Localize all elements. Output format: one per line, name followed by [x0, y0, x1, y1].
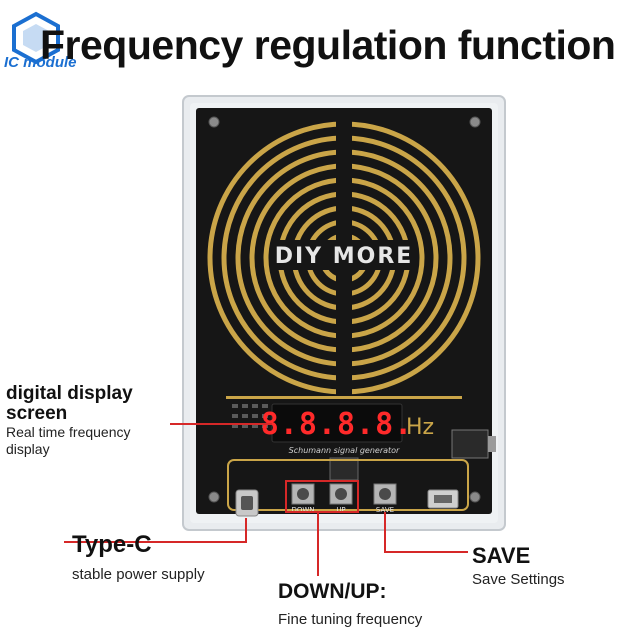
up-label: UP	[336, 506, 345, 514]
pcb-caption: Schumann signal generator	[289, 446, 400, 455]
callout-save-title: SAVE	[472, 543, 531, 568]
save-label: SAVE	[376, 506, 394, 514]
callout-downup-title: DOWN/UP:	[278, 580, 387, 603]
down-label: DOWN	[291, 506, 314, 514]
ic-chip	[329, 457, 359, 481]
callout-typec-subtitle: stable power supply	[72, 566, 205, 583]
save-button-graphic	[373, 483, 397, 505]
page-title: Frequency regulation function	[40, 22, 616, 68]
callout-display-title: digital display screen	[6, 383, 133, 424]
up-button-graphic	[329, 483, 353, 505]
side-switch	[451, 429, 489, 459]
callout-downup-subtitle: Fine tuning frequency	[278, 611, 423, 628]
down-button-graphic	[291, 483, 315, 505]
corner-screws	[208, 116, 481, 503]
callout-display-subtitle: Real time frequency display	[6, 424, 131, 457]
brand-logo	[12, 11, 60, 65]
callout-lines	[64, 423, 468, 576]
brand-mark: DIY MORE	[275, 244, 414, 269]
callout-save-subtitle: Save Settings	[472, 571, 565, 588]
status-led-grid	[232, 404, 268, 428]
brand-logo-text: IC module	[4, 54, 77, 71]
callout-typec-title: Type-C	[72, 531, 152, 558]
display-digits: 8.8.8.8.	[261, 407, 414, 442]
display-unit: Hz	[406, 415, 434, 440]
